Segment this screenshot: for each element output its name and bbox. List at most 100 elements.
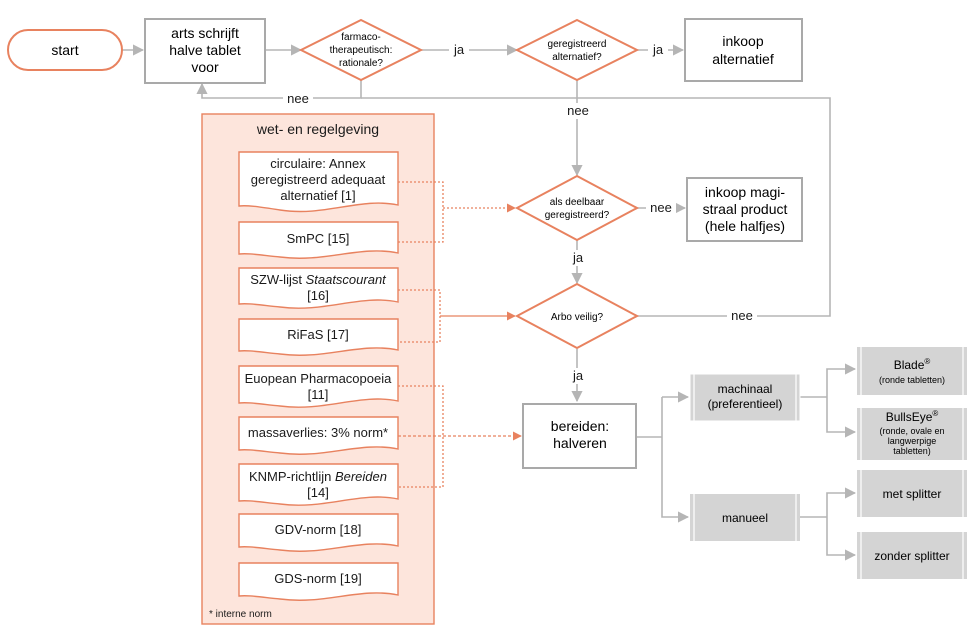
- doc-circulaire-line-1: circulaire: Annex: [270, 156, 366, 171]
- doc-gds: [238, 562, 399, 601]
- decision-registered-alt: geregistreerd alternatief?: [514, 18, 640, 82]
- rationale-line-2: therapeutisch:: [330, 45, 393, 56]
- prepare-box: [522, 403, 637, 469]
- start-node: start: [7, 29, 123, 71]
- doc-rifas-text: RiFaS [17]: [287, 327, 348, 342]
- doc-knmp-italic: Bereiden: [335, 469, 387, 484]
- manual-node: manueel: [690, 494, 800, 541]
- prescribe-line-2: halve tablet: [169, 42, 241, 58]
- bullseye-reg-mark: ®: [932, 409, 938, 418]
- doc-knmp-prefix: KNMP-richtlijn: [249, 469, 335, 484]
- doc-gds-text: GDS-norm [19]: [274, 571, 361, 586]
- edge-to-blade: [826, 363, 857, 397]
- prepare-line-2: halveren: [553, 435, 607, 451]
- divisible-line-2: geregistreerd?: [545, 210, 610, 221]
- doc-smpc: [238, 221, 399, 259]
- blade-box: [857, 347, 967, 395]
- label-nee-registered: nee: [567, 103, 589, 118]
- without-splitter-node: zonder splitter: [857, 532, 967, 579]
- prescribe-node: arts schrijft halve tablet voor: [144, 18, 266, 84]
- arbo-label: Arbo veilig?: [551, 312, 604, 323]
- doc-gdv: [238, 513, 399, 552]
- decision-arbo: Arbo veilig?: [514, 282, 640, 350]
- buy-alt-box: [684, 18, 803, 82]
- doc-szw-line-1: SZW-lijst Staatscourant: [250, 272, 387, 287]
- with-splitter-node: met splitter: [857, 470, 967, 517]
- doc-szw-italic: Staatscourant: [306, 272, 388, 287]
- label-ja-rationale: ja: [453, 42, 465, 57]
- machine-line-2: (preferentieel): [708, 397, 783, 411]
- label-nee-arbo: nee: [731, 308, 753, 323]
- manual-label: manueel: [722, 511, 768, 525]
- manual-box: [690, 494, 800, 541]
- bracket-prepare: [398, 385, 444, 488]
- bullseye-node: BullsEye® (ronde, ovale en langwerpige t…: [857, 408, 967, 460]
- buy-magistral-node: inkoop magi- straal product (hele halfje…: [686, 177, 803, 242]
- edge-to-with-splitter: [826, 487, 857, 517]
- panel-title: wet- en regelgeving: [256, 121, 379, 137]
- start-label: start: [51, 42, 78, 58]
- magistral-line-2: straal product: [703, 201, 788, 217]
- doc-pharmacopoeia: [238, 365, 399, 408]
- prescribe-line-1: arts schrijft: [171, 25, 239, 41]
- divisible-diamond: [514, 174, 640, 242]
- label-nee-rationale: nee: [287, 91, 309, 106]
- edge-to-manual: [661, 437, 690, 523]
- without-splitter-label: zonder splitter: [874, 549, 949, 563]
- without-splitter-box: [857, 532, 967, 579]
- bullseye-sub-3: tabletten): [893, 446, 931, 456]
- magistral-line-1: inkoop magi-: [705, 184, 785, 200]
- doc-massaverlies-text: massaverlies: 3% norm*: [248, 425, 388, 440]
- divisible-line-1: als deelbaar: [550, 197, 605, 208]
- blade-name-text: Blade: [894, 358, 925, 372]
- doc-pharmacopoeia-line-2: [11]: [308, 387, 329, 402]
- rationale-diamond: [298, 18, 424, 82]
- machine-box: [689, 373, 801, 422]
- prescribe-box: [144, 18, 266, 84]
- prepare-node: bereiden: halveren: [522, 403, 637, 469]
- machine-node: machinaal (preferentieel): [689, 373, 801, 422]
- label-ja-divisible: ja: [572, 250, 584, 265]
- with-splitter-label: met splitter: [883, 487, 942, 501]
- bullseye-name-text: BullsEye: [886, 410, 933, 424]
- rationale-line-3: rationale?: [339, 58, 383, 69]
- doc-circulaire-line-2: geregistreerd adequaat: [251, 172, 386, 187]
- buy-alternative-node: inkoop alternatief: [684, 18, 803, 82]
- bullseye-box: [857, 408, 967, 460]
- decision-divisible: als deelbaar geregistreerd?: [514, 174, 640, 242]
- rationale-line-1: farmaco-: [341, 32, 380, 43]
- start-terminal: [7, 29, 123, 71]
- doc-knmp: [238, 463, 399, 506]
- prescribe-line-3: voor: [191, 59, 219, 75]
- doc-szw-ref: [16]: [307, 288, 329, 303]
- machine-line-1: machinaal: [718, 382, 773, 396]
- regulation-panel: wet- en regelgeving * interne norm circu…: [201, 113, 435, 625]
- registered-line-2: alternatief?: [552, 52, 602, 63]
- label-nee-divisible: nee: [650, 200, 672, 215]
- label-ja-registered: ja: [652, 42, 664, 57]
- doc-szw: [238, 267, 399, 309]
- panel-footnote: * interne norm: [209, 609, 272, 620]
- bullseye-name: BullsEye®: [886, 409, 939, 424]
- doc-circulaire: [238, 151, 399, 213]
- doc-knmp-ref: [14]: [307, 485, 329, 500]
- orange-connectors: [398, 181, 522, 488]
- registered-diamond: [514, 18, 640, 82]
- registered-line-1: geregistreerd: [548, 39, 607, 50]
- decision-rationale: farmaco- therapeutisch: rationale?: [298, 18, 424, 82]
- buy-alt-line-1: inkoop: [722, 33, 763, 49]
- doc-pharmacopoeia-line-1: Euopean Pharmacopoeia: [245, 371, 392, 386]
- gray-connectors: [122, 44, 857, 561]
- doc-circulaire-line-3: alternatief [1]: [280, 188, 355, 203]
- with-splitter-box: [857, 470, 967, 517]
- blade-node: Blade® (ronde tabletten): [857, 347, 967, 395]
- blade-reg-mark: ®: [924, 357, 930, 366]
- blade-sub: (ronde tabletten): [879, 375, 945, 385]
- buy-alt-line-2: alternatief: [712, 51, 774, 67]
- magistral-box: [686, 177, 803, 242]
- doc-rifas: [238, 318, 399, 356]
- magistral-line-3: (hele halfjes): [705, 218, 785, 234]
- arbo-diamond: [514, 282, 640, 350]
- edge-to-bullseye: [826, 397, 857, 438]
